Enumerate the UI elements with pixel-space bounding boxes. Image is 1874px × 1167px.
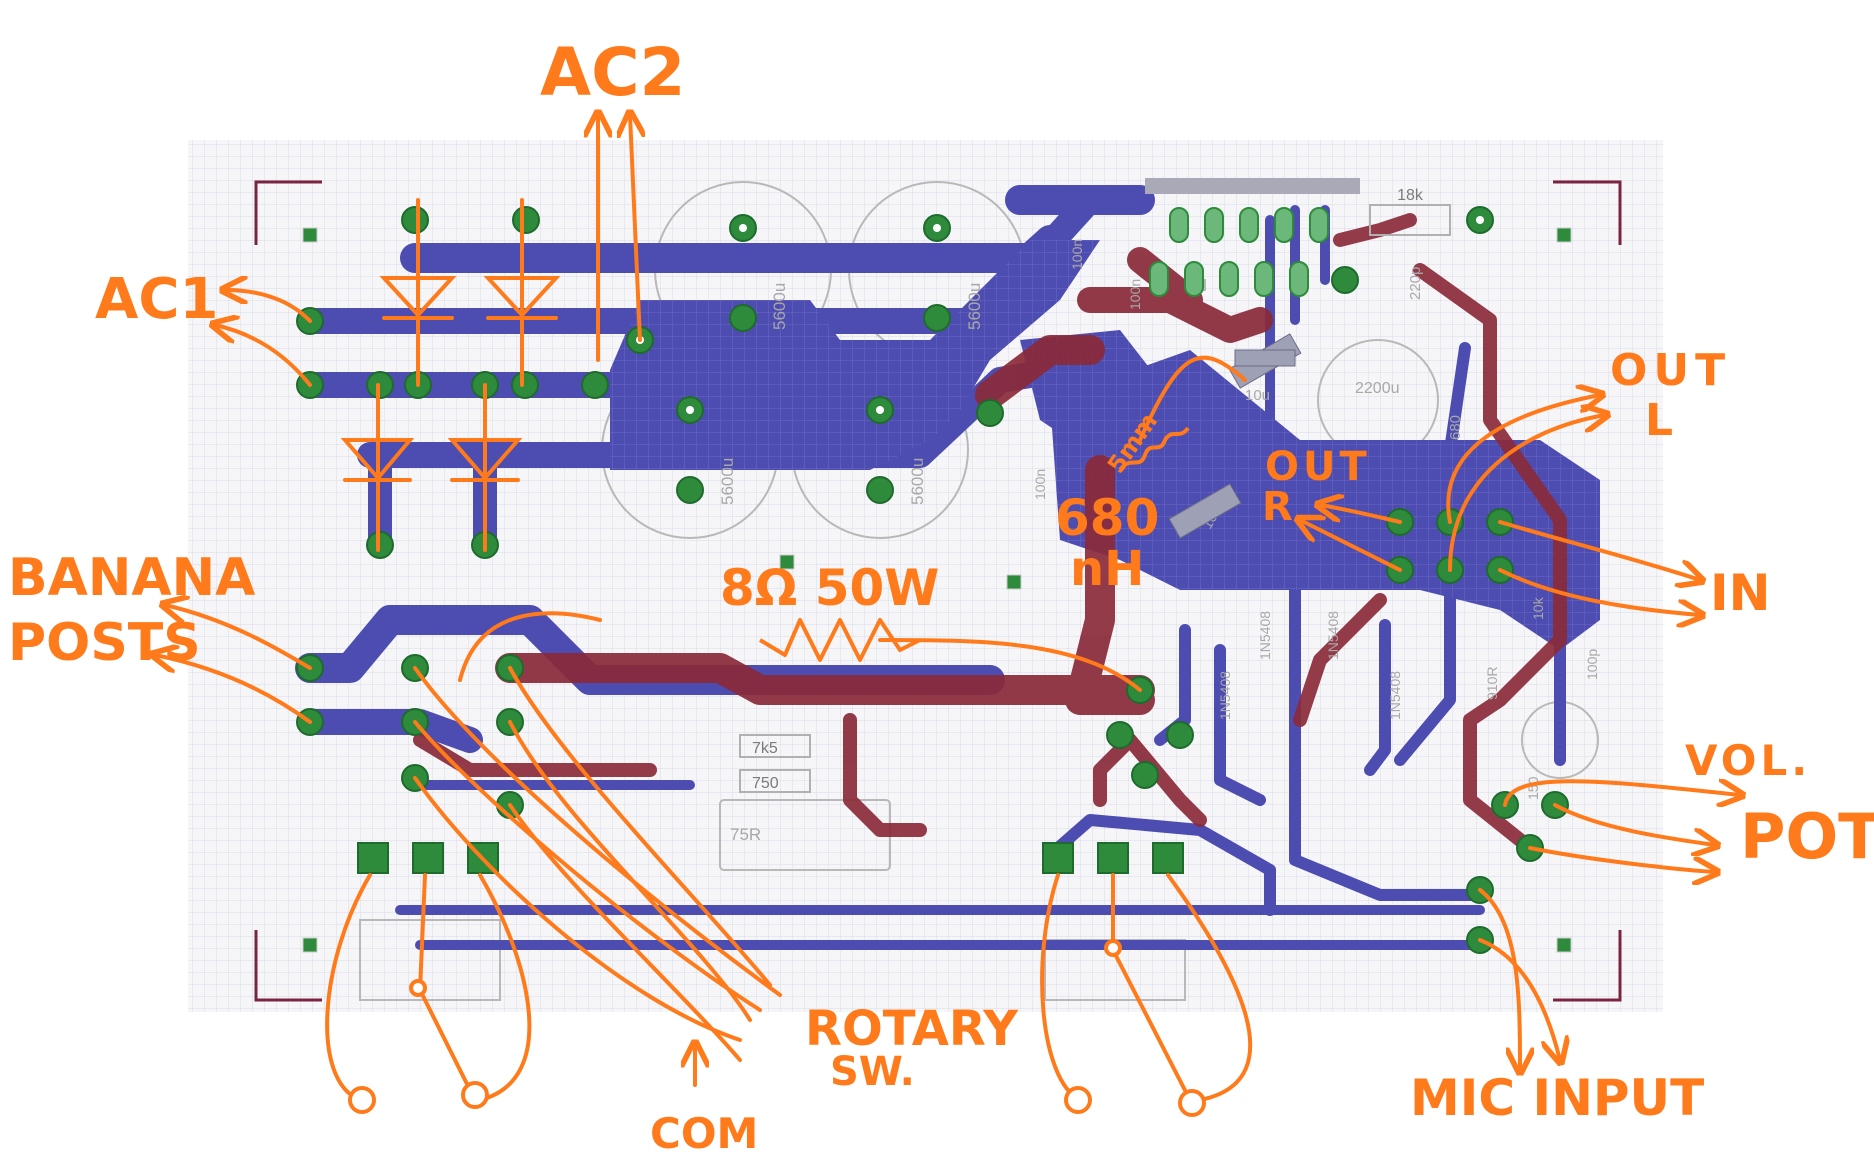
label-100n-left: 100n xyxy=(1032,469,1048,500)
label-220p: 220p xyxy=(1407,267,1424,300)
label-inductor-2: nH xyxy=(1070,541,1144,597)
label-resistor-note: 8Ω 50W xyxy=(720,559,939,617)
label-pot: POT xyxy=(1740,800,1874,873)
label-10k: 10k xyxy=(1530,596,1546,620)
label-banana-1: BANANA xyxy=(8,548,255,608)
label-5600u-1: 5600u xyxy=(770,283,789,330)
corner-marks xyxy=(254,180,1622,1002)
label-rotary-sw: SW. xyxy=(830,1049,915,1095)
label-out-r-1: OUT xyxy=(1265,444,1371,490)
label-mic-input: MIC INPUT xyxy=(1410,1069,1704,1127)
label-910r: 910R xyxy=(1484,667,1500,700)
label-10u: 10u xyxy=(1245,387,1270,404)
label-1n5408-d: 1N5408 xyxy=(1387,671,1403,720)
label-out-l-1: OUT xyxy=(1610,345,1731,396)
label-in: IN xyxy=(1710,564,1770,622)
label-150: 150 xyxy=(1525,776,1541,800)
label-1n5408-a: 1N5408 xyxy=(1257,611,1273,660)
label-ac1: AC1 xyxy=(95,267,218,332)
label-out-l-2: L xyxy=(1645,395,1673,446)
label-banana-2: POSTS xyxy=(8,613,201,673)
label-inductor-1: 680 xyxy=(1055,489,1159,547)
label-5600u-3: 5600u xyxy=(718,458,737,505)
label-5600u-4: 5600u xyxy=(908,458,927,505)
label-ac2: AC2 xyxy=(540,34,685,111)
annotation-labels: AC2 AC1 BANANA POSTS 8Ω 50W 680 nH 5mm O… xyxy=(8,34,1874,1158)
label-100n-top: 100n xyxy=(1069,239,1085,270)
label-2200u: 2200u xyxy=(1355,380,1400,397)
label-750: 750 xyxy=(752,775,779,792)
label-680: 680 xyxy=(1447,415,1464,440)
inductor-sketch xyxy=(1118,426,1190,472)
smd-parts xyxy=(1168,333,1302,539)
label-75r: 75R xyxy=(730,825,761,844)
diode-sketches xyxy=(340,198,561,552)
ic-pins xyxy=(1149,207,1329,297)
label-out-r-2: R xyxy=(1262,484,1293,530)
label-1n5408-b: 1N5408 xyxy=(1325,611,1341,660)
annotation-arrows xyxy=(155,115,1740,1102)
terminal-circles xyxy=(348,939,1206,1117)
label-100n-mid: 100n xyxy=(1127,279,1143,310)
silkscreen-components: 18k 220p 2200u 10u 680 100n 100n 100n 56… xyxy=(718,187,1600,844)
label-rotary: ROTARY xyxy=(805,1001,1019,1057)
label-1n5408-c: 1N5408 xyxy=(1217,671,1233,720)
resistor-sketch xyxy=(758,618,921,662)
label-vol: VOL. xyxy=(1685,736,1811,785)
mounting-holes xyxy=(302,227,1572,953)
label-5600u-2: 5600u xyxy=(965,283,984,330)
ic-header xyxy=(1145,178,1360,194)
pads xyxy=(296,206,1569,954)
label-7k5: 7k5 xyxy=(752,740,778,757)
label-18k: 18k xyxy=(1397,187,1424,204)
label-100p: 100p xyxy=(1584,649,1600,680)
label-com: COM xyxy=(650,1109,758,1158)
